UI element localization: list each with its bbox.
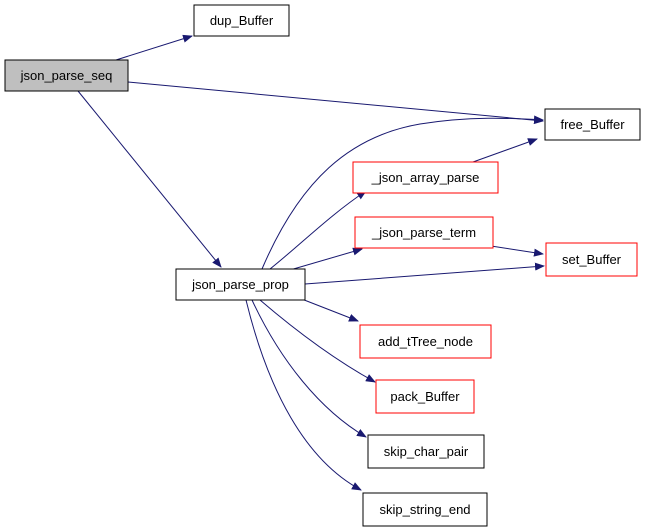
node-json_parse_prop[interactable]: json_parse_prop xyxy=(175,268,306,301)
node-label-skip_string_end: skip_string_end xyxy=(379,502,470,517)
edge-json_parse_prop-skip_string_end xyxy=(245,299,362,491)
node-label-json_parse_seq: json_parse_seq xyxy=(20,68,113,83)
edge-json_parse_prop-_json_array_parse xyxy=(269,190,367,270)
edge-json_parse_prop-skip_char_pair xyxy=(251,299,367,438)
edge-_json_parse_term-set_Buffer xyxy=(490,245,544,257)
node-label-dup_Buffer: dup_Buffer xyxy=(210,13,274,28)
node-label-skip_char_pair: skip_char_pair xyxy=(384,444,469,459)
edge-json_parse_prop-free_Buffer xyxy=(261,115,544,270)
node-set_Buffer[interactable]: set_Buffer xyxy=(545,242,638,277)
node-label-pack_Buffer: pack_Buffer xyxy=(390,389,460,404)
node-label-_json_array_parse: _json_array_parse xyxy=(371,170,480,185)
node-layer: json_parse_seq dup_Buffer free_Buffer js… xyxy=(4,4,641,527)
node-_json_array_parse[interactable]: _json_array_parse xyxy=(352,161,499,194)
edge-json_parse_prop-_json_parse_term xyxy=(289,247,363,271)
node-json_parse_seq[interactable]: json_parse_seq xyxy=(4,59,129,92)
edge-json_parse_seq-dup_Buffer xyxy=(115,34,193,61)
node-skip_string_end[interactable]: skip_string_end xyxy=(362,492,488,527)
node-label-free_Buffer: free_Buffer xyxy=(560,117,625,132)
node-dup_Buffer[interactable]: dup_Buffer xyxy=(193,4,290,37)
edge-_json_array_parse-free_Buffer xyxy=(472,138,538,163)
edge-json_parse_prop-set_Buffer xyxy=(304,262,545,285)
edge-layer xyxy=(77,34,545,491)
node-label-set_Buffer: set_Buffer xyxy=(562,252,622,267)
node-_json_parse_term[interactable]: _json_parse_term xyxy=(354,216,494,249)
node-pack_Buffer[interactable]: pack_Buffer xyxy=(375,379,475,414)
node-label-json_parse_prop: json_parse_prop xyxy=(191,277,289,292)
edge-json_parse_seq-json_parse_prop xyxy=(77,90,222,268)
node-label-add_tTree_node: add_tTree_node xyxy=(378,334,473,349)
node-add_tTree_node[interactable]: add_tTree_node xyxy=(359,324,492,359)
node-skip_char_pair[interactable]: skip_char_pair xyxy=(367,434,485,469)
edge-json_parse_seq-free_Buffer xyxy=(127,81,544,125)
node-free_Buffer[interactable]: free_Buffer xyxy=(544,108,641,141)
node-label-_json_parse_term: _json_parse_term xyxy=(371,225,476,240)
edge-json_parse_prop-pack_Buffer xyxy=(259,299,376,383)
